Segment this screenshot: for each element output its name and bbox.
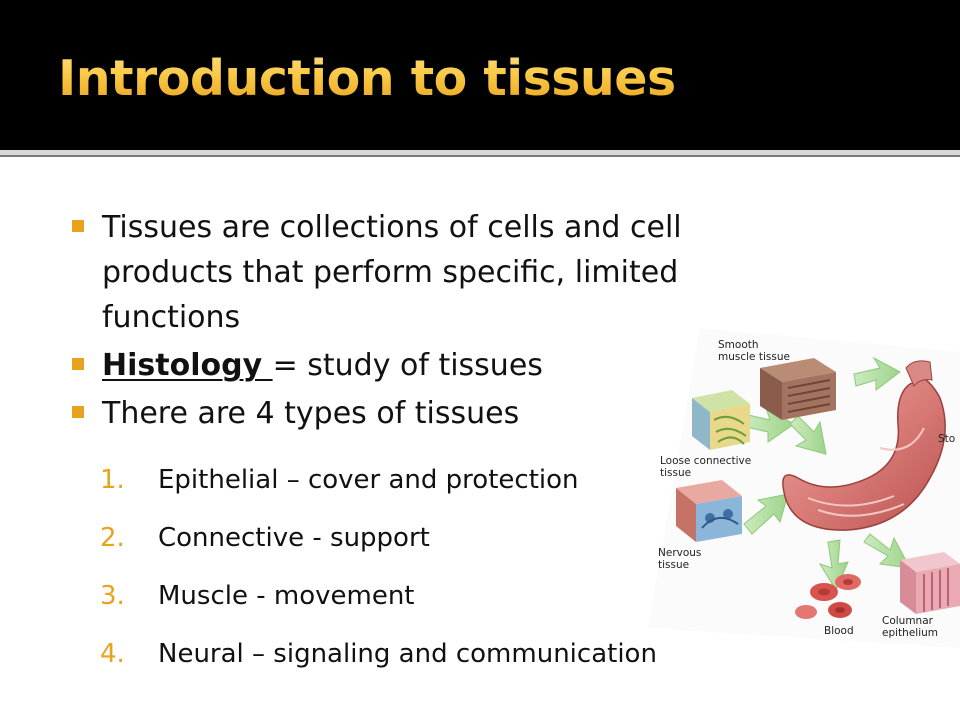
stomach-organ xyxy=(782,360,946,531)
bullet-item: There are 4 types of tissues xyxy=(70,391,790,436)
loose-connective-block xyxy=(692,390,750,450)
bullet-list: Tissues are collections of cells and cel… xyxy=(70,205,790,439)
item-number: 1. xyxy=(100,465,125,495)
bullet-item: Tissues are collections of cells and cel… xyxy=(70,205,790,340)
diagram-labels: Smooth muscle tissue Loose connective ti… xyxy=(658,339,955,639)
blood-cells xyxy=(795,574,861,619)
item-text: Muscle - movement xyxy=(158,581,415,611)
item-number: 2. xyxy=(100,523,125,553)
square-bullet-icon xyxy=(72,220,84,232)
square-bullet-icon xyxy=(72,406,84,418)
arrow-smooth-muscle xyxy=(853,356,901,391)
item-number: 4. xyxy=(100,639,125,669)
arrow-nervous xyxy=(743,493,789,535)
columnar-epithelium-block xyxy=(900,552,960,614)
label-smooth-muscle-2: muscle tissue xyxy=(718,351,790,363)
label-columnar-1: Columnar xyxy=(882,615,934,627)
item-text: Connective - support xyxy=(158,523,430,553)
label-loose-connective-1: Loose connective xyxy=(660,455,751,467)
title-bar: Introduction to tissues xyxy=(0,0,960,150)
label-stomach: Sto xyxy=(938,433,955,445)
title-divider xyxy=(0,150,960,155)
item-number: 3. xyxy=(100,581,125,611)
square-bullet-icon xyxy=(72,358,84,370)
bullet-item: Histology = study of tissues xyxy=(70,343,790,388)
title-divider-shadow xyxy=(0,155,960,157)
bullet-text: Tissues are collections of cells and cel… xyxy=(102,210,682,335)
label-smooth-muscle-1: Smooth xyxy=(718,339,759,351)
smooth-muscle-block xyxy=(760,358,836,420)
label-blood: Blood xyxy=(824,625,854,637)
label-nervous-1: Nervous xyxy=(658,547,701,559)
item-text: Epithelial – cover and protection xyxy=(158,465,579,495)
tissue-diagram: Smooth muscle tissue Loose connective ti… xyxy=(648,328,960,648)
slide-body: Tissues are collections of cells and cel… xyxy=(0,157,960,720)
item-text: Neural – signaling and communication xyxy=(158,639,657,669)
bullet-text: There are 4 types of tissues xyxy=(102,396,520,431)
label-loose-connective-2: tissue xyxy=(660,467,691,479)
nervous-block xyxy=(676,480,742,542)
arrow-center xyxy=(789,415,827,455)
slide-title: Introduction to tissues xyxy=(58,50,676,107)
label-columnar-2: epithelium xyxy=(882,627,938,639)
bullet-text: = study of tissues xyxy=(272,348,543,383)
arrow-columnar xyxy=(863,533,911,569)
bullet-term: Histology xyxy=(102,348,273,383)
label-nervous-2: tissue xyxy=(658,559,689,571)
